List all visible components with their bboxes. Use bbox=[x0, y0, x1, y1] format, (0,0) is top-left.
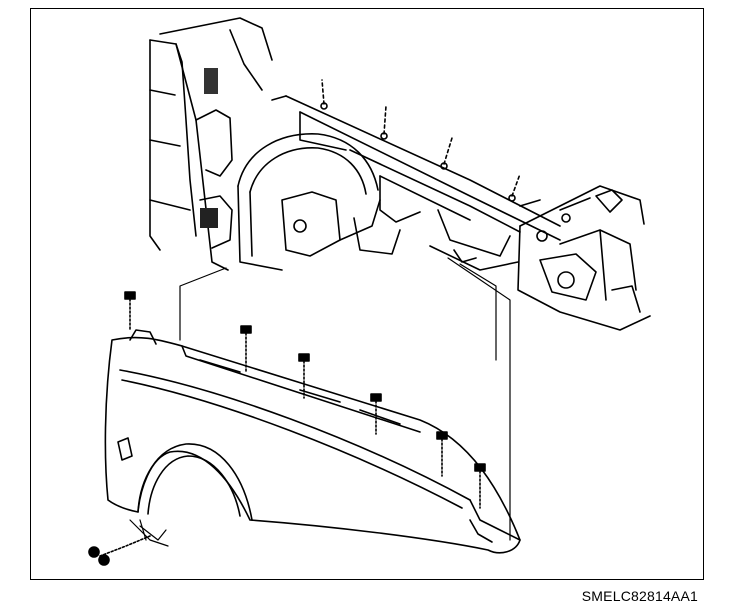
fender-bolts bbox=[124, 291, 486, 509]
bolt-icon bbox=[124, 291, 136, 331]
bolt-icon bbox=[436, 431, 448, 477]
alignment-leaders bbox=[179, 257, 511, 541]
bolt-icon bbox=[370, 393, 382, 435]
bolt-icon bbox=[474, 463, 486, 509]
nut-icon bbox=[88, 546, 100, 558]
figure-frame bbox=[30, 8, 704, 580]
figure-code: SMELC82814AA1 bbox=[581, 588, 698, 604]
lower-fasteners bbox=[88, 525, 167, 566]
body-structure bbox=[149, 17, 651, 331]
fender-panel bbox=[104, 329, 521, 554]
bolt-icon bbox=[240, 325, 252, 373]
bolt-icon bbox=[298, 353, 310, 399]
